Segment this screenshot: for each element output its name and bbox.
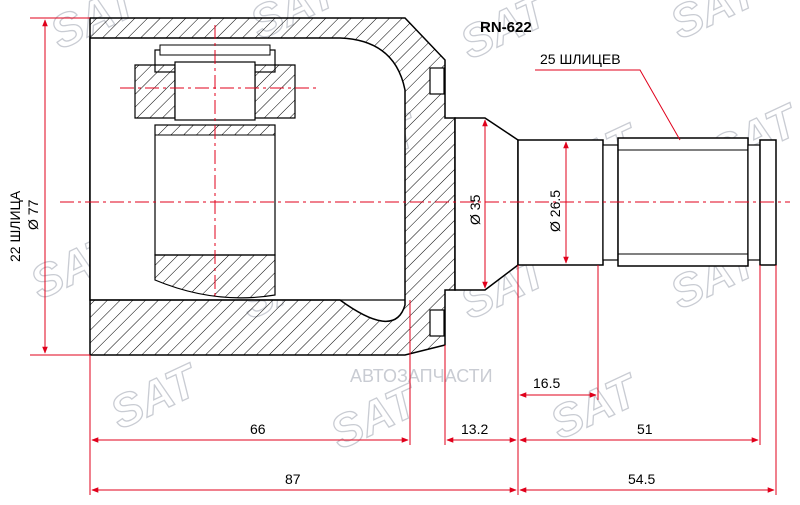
dim-shaft-length: 51: [637, 421, 653, 437]
watermark-logo: SAT: [662, 0, 768, 49]
dim-shaft-diameter: Ø 35: [467, 194, 483, 225]
spline-callout: 25 ШЛИЦЕВ: [540, 51, 621, 67]
dim-neck-length: 16.5: [533, 375, 560, 391]
watermark-tagline: АВТОЗАПЧАСТИ: [350, 366, 493, 386]
dim-flange-length: 13.2: [461, 421, 488, 437]
side-diameter-label: Ø 77: [25, 199, 41, 230]
dim-stem-total: 54.5: [628, 471, 655, 487]
dim-body-length: 87: [285, 471, 301, 487]
dimension-lines: [30, 17, 777, 495]
labels: RN-622 25 ШЛИЦЕВ 22 ШЛИЦА Ø 77 Ø 35 Ø 26…: [7, 19, 655, 487]
dim-housing-depth: 66: [250, 421, 266, 437]
side-splines-label: 22 ШЛИЦА: [7, 190, 23, 262]
center-lines: [60, 25, 790, 300]
dim-stem-diameter: Ø 26.5: [547, 190, 563, 232]
watermark-logo: SAT: [102, 353, 208, 439]
part-number: RN-622: [480, 19, 532, 36]
